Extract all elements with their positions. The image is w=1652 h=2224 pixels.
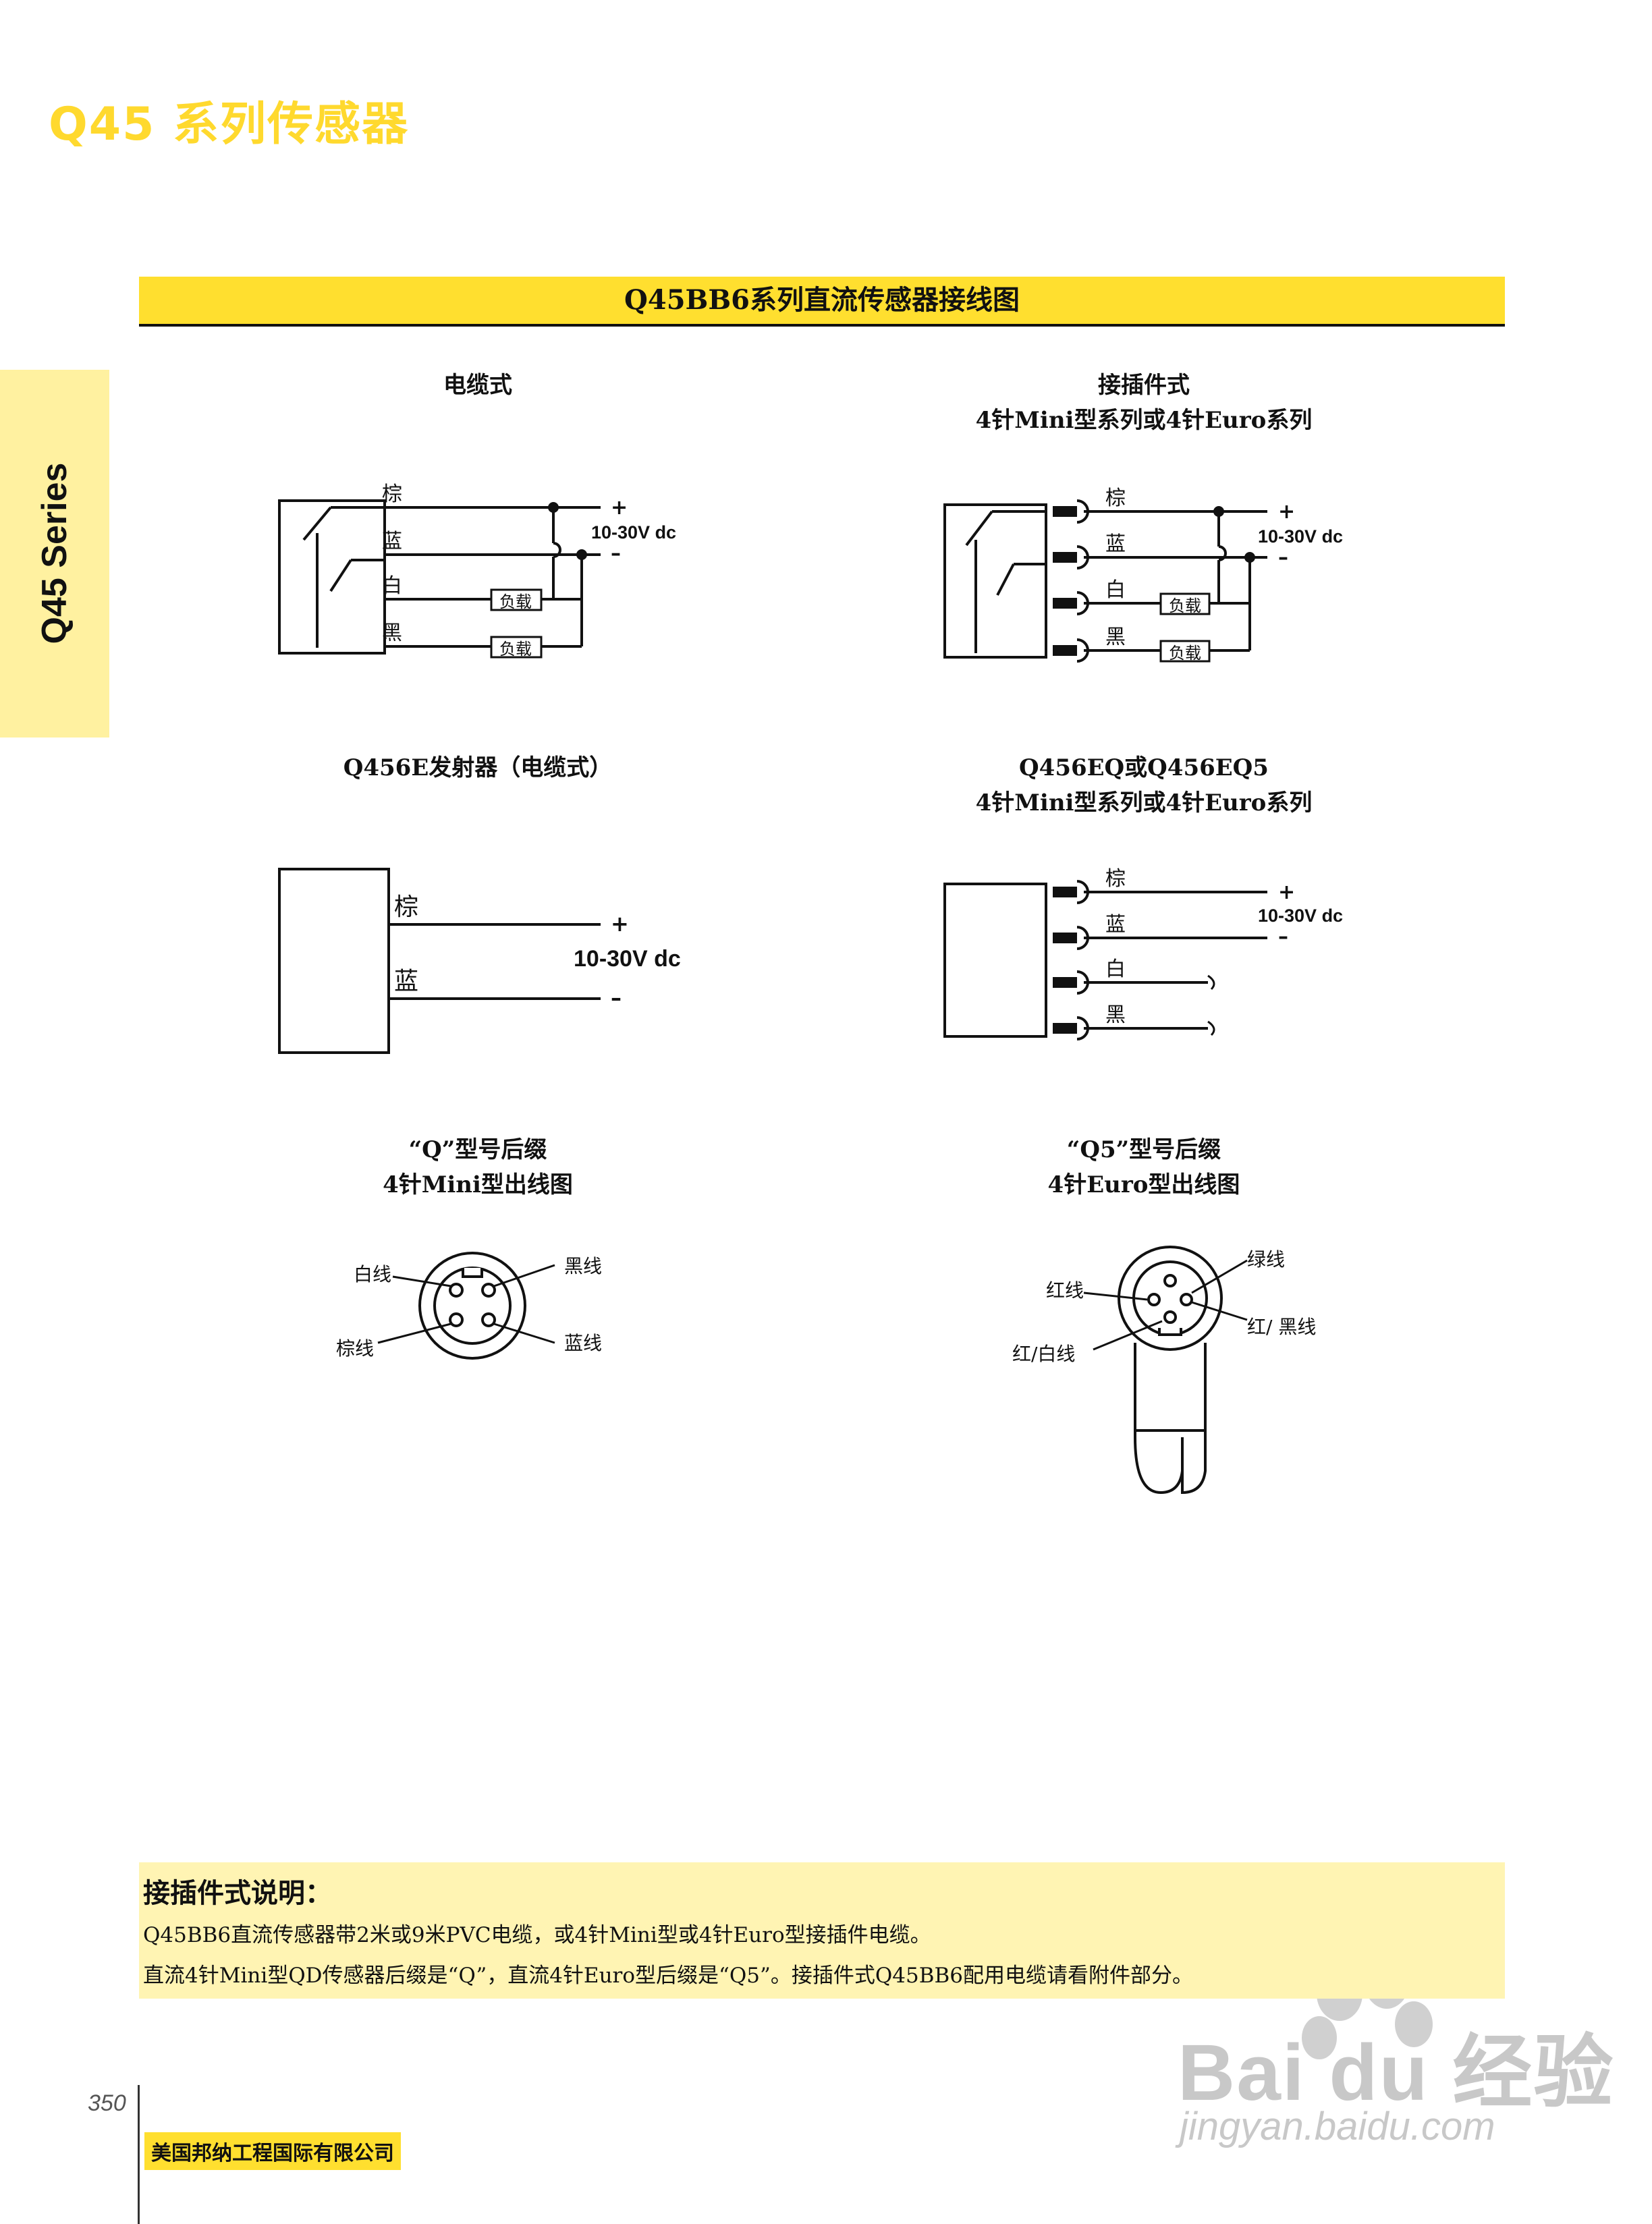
emitter-body	[278, 868, 390, 1054]
wire-white-label: 白	[382, 574, 402, 598]
plus-label: +	[1278, 881, 1295, 904]
connector-wiring-nodes	[1213, 506, 1255, 563]
company-name: 美国邦纳工程国际有限公司	[144, 2132, 401, 2170]
pin-red-black-label: 红/ 黑线	[1247, 1316, 1316, 1338]
connector-plugs	[1051, 499, 1089, 663]
wire-white-label: 白	[1105, 957, 1126, 981]
page-number: 350	[88, 2090, 126, 2116]
connector-wiring-diagram	[943, 503, 1267, 659]
load-label: 负载	[499, 640, 532, 659]
wire-brown-label: 棕	[1105, 486, 1126, 510]
pin-red-white-label: 红/白线	[1012, 1343, 1075, 1365]
q-suffix-title: “Q”型号后缀	[408, 1136, 547, 1163]
note-title: 接插件式说明：	[143, 1877, 332, 1909]
q5-pinout-title: 4针Euro型出线图	[1047, 1171, 1240, 1198]
load-label: 负载	[499, 592, 532, 611]
plus-label: +	[611, 911, 629, 937]
wire-blue-label: 蓝	[1105, 532, 1126, 556]
voltage-label: 10-30V dc	[574, 946, 681, 972]
plus-label: +	[611, 496, 628, 520]
watermark-brand: Bai du 经验	[1178, 2028, 1615, 2117]
side-tab: Q45 Series	[0, 370, 109, 738]
connector-loads	[1159, 592, 1211, 663]
wire-brown-label: 棕	[394, 893, 418, 921]
footer-divider	[138, 2085, 140, 2224]
load-label: 负载	[1169, 644, 1201, 663]
pin-red-label: 红线	[1046, 1279, 1084, 1302]
wire-black-label: 黑	[1105, 626, 1126, 649]
note-box	[139, 1862, 1505, 1999]
pin-brown-label: 棕线	[336, 1337, 374, 1360]
q-mini-pinout	[377, 1252, 555, 1360]
voltage-label: 10-30V dc	[1258, 526, 1343, 547]
pin-black-label: 黑线	[564, 1255, 602, 1277]
q5-suffix-title: “Q5”型号后缀	[1066, 1136, 1221, 1163]
emitter-connector-subtitle: 4针Mini型系列或4针Euro系列	[975, 789, 1313, 816]
emitter-connector-plugs	[1051, 880, 1089, 1040]
sensor-body	[943, 503, 1047, 659]
cable-wiring-diagram	[278, 499, 601, 655]
wire-brown-label: 棕	[382, 482, 402, 506]
minus-label: –	[611, 542, 621, 565]
voltage-label: 10-30V dc	[591, 522, 676, 543]
pin-white-label: 白线	[354, 1263, 391, 1285]
cable-diagram-title: 电缆式	[443, 372, 512, 399]
q-pinout-title: 4针Mini型出线图	[383, 1171, 573, 1198]
q5-euro-pinout	[1083, 1246, 1248, 1495]
wire-blue-label: 蓝	[1105, 913, 1126, 937]
wire-black-label: 黑	[382, 621, 402, 645]
cable-loads	[490, 588, 543, 659]
note-line-2: 直流4针Mini型QD传感器后缀是“Q”，直流4针Euro型后缀是“Q5”。接插…	[143, 1964, 1193, 1988]
cable-wiring-nodes	[548, 502, 587, 560]
emitter-cable-diagram	[278, 868, 601, 1054]
minus-label: –	[611, 985, 622, 1011]
wire-blue-label: 蓝	[394, 968, 418, 995]
wire-brown-label: 棕	[1105, 867, 1126, 891]
emitter-connector-diagram	[943, 883, 1267, 1038]
emitter-connector-title: Q456EQ或Q456EQ5	[1019, 754, 1269, 781]
watermark-url: jingyan.baidu.com	[1180, 2105, 1495, 2148]
sensor-body	[278, 499, 386, 655]
emitter-body	[943, 883, 1047, 1038]
wire-white-label: 白	[1105, 578, 1126, 602]
voltage-label: 10-30V dc	[1258, 906, 1343, 926]
pin-blue-label: 蓝线	[564, 1332, 602, 1354]
connector-diagram-title: 接插件式	[1098, 372, 1190, 399]
pin-green-label: 绿线	[1247, 1248, 1285, 1271]
wire-blue-label: 蓝	[382, 530, 402, 553]
emitter-cable-title: Q456E发射器（电缆式）	[343, 754, 613, 781]
section-header: Q45BB6系列直流传感器接线图	[139, 277, 1505, 327]
note-line-1: Q45BB6直流传感器带2米或9米PVC电缆，或4针Mini型或4针Euro型接…	[143, 1923, 931, 1947]
load-label: 负载	[1169, 596, 1201, 615]
plus-label: +	[1278, 500, 1295, 524]
minus-label: –	[1278, 925, 1288, 949]
page-title: Q45 系列传感器	[49, 98, 410, 151]
wire-black-label: 黑	[1105, 1003, 1126, 1027]
minus-label: –	[1278, 546, 1288, 569]
connector-diagram-subtitle: 4针Mini型系列或4针Euro系列	[975, 407, 1313, 434]
